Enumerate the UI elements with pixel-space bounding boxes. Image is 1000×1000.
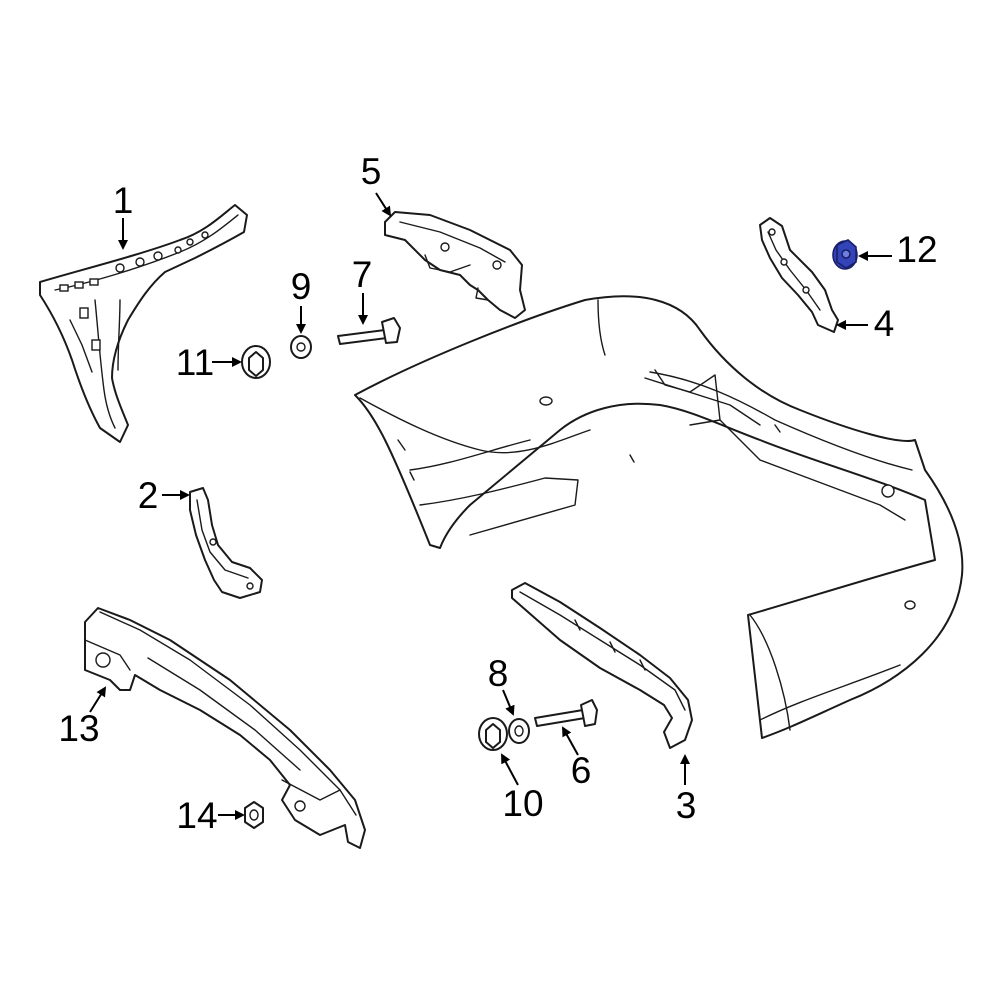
part-5-bracket: [384, 211, 526, 319]
part-3-bracket: [511, 582, 693, 749]
callout-9: 9: [291, 266, 312, 307]
part-4-bracket: [759, 217, 839, 333]
callout-12: 12: [896, 229, 937, 270]
part-9-washer: [290, 335, 312, 359]
part-8-washer: [508, 718, 530, 744]
callout-13: 13: [58, 708, 99, 749]
callout-leaders: [89, 192, 892, 820]
callout-6: 6: [571, 750, 592, 791]
callout-11: 11: [176, 342, 214, 383]
part-1-bracket: [39, 204, 248, 443]
callout-2: 2: [138, 475, 159, 516]
callout-10: 10: [502, 783, 543, 824]
callout-14: 14: [176, 795, 217, 836]
callout-5: 5: [361, 151, 382, 192]
callout-3: 3: [676, 785, 697, 826]
callout-labels: 1 2 3 4 5 6 7 8 9 10 11 12 13 14: [58, 151, 937, 836]
part-6-bolt: [534, 699, 598, 727]
callout-4: 4: [874, 303, 895, 344]
part-11-nut: [241, 345, 271, 379]
bumper-cover: [354, 295, 964, 739]
callout-1: 1: [113, 180, 134, 221]
callout-7: 7: [352, 254, 373, 295]
part-13-reinforcement: [84, 607, 366, 849]
part-2-bracket: [189, 487, 263, 599]
part-7-bolt: [337, 317, 401, 345]
part-12-nut-highlighted: [832, 239, 858, 270]
part-10-nut: [478, 717, 508, 751]
part-14-nut: [244, 801, 264, 829]
callout-8: 8: [488, 653, 509, 694]
